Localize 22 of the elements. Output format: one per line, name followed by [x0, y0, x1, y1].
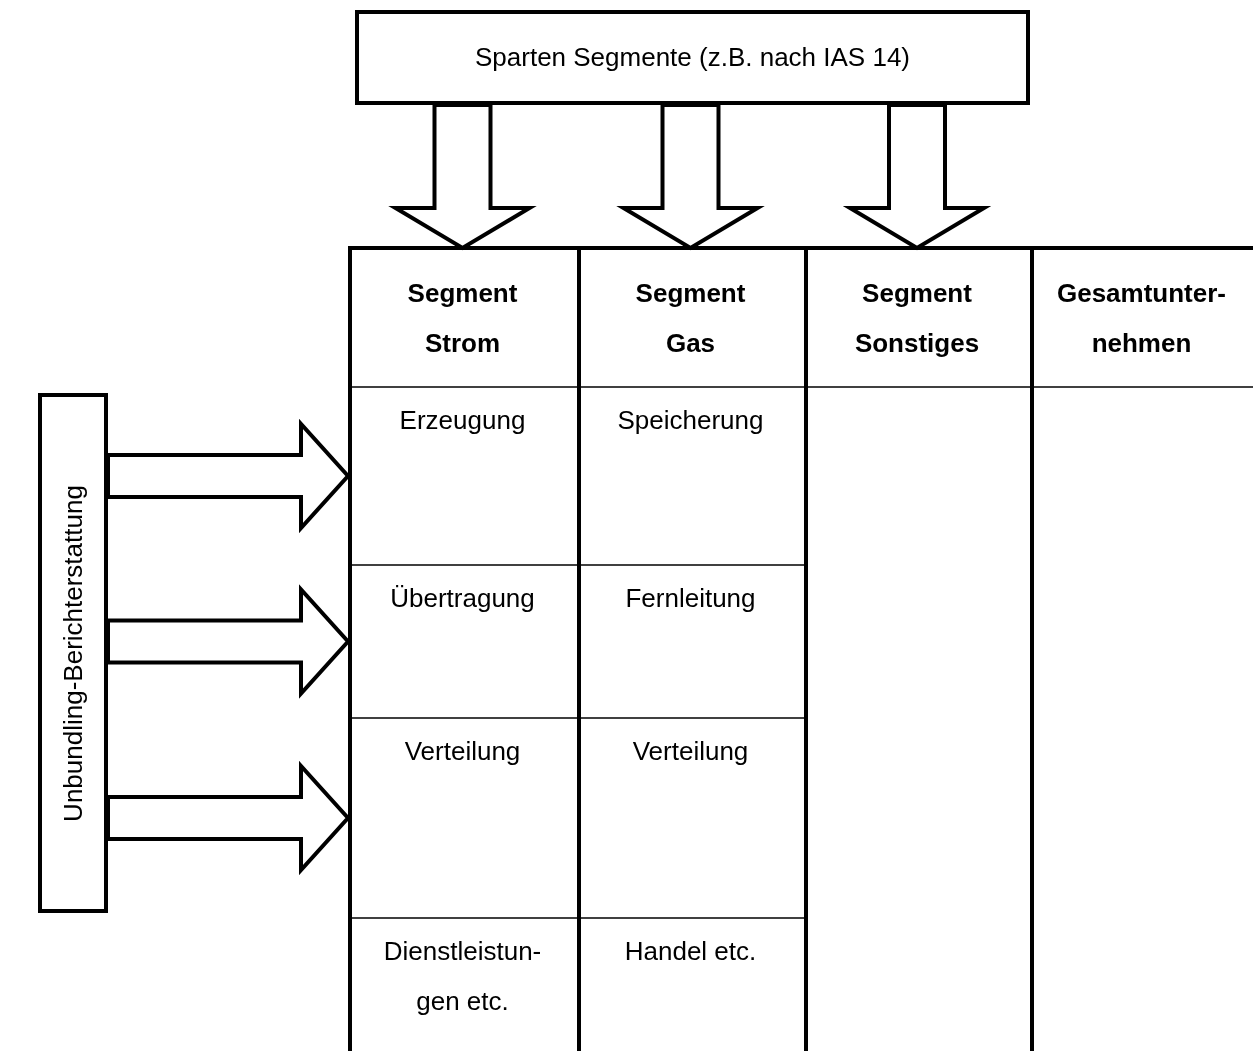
block-arrow	[106, 760, 351, 876]
box-label: Unbundling-Berichterstattung	[57, 484, 89, 822]
process-box	[355, 10, 1030, 105]
table-cell-text: Verteilung	[404, 735, 521, 768]
box-label: Sparten Segmente (z.B. nach IAS 14)	[475, 42, 910, 73]
column-header: Segment Sonstiges	[854, 276, 980, 360]
block-arrow	[106, 584, 351, 699]
table-cell-text: Fernleitung	[625, 582, 756, 615]
block-arrow	[106, 418, 351, 534]
column-header: Segment Strom	[407, 276, 518, 360]
table-cell-text: Übertragung	[390, 582, 535, 615]
block-arrow	[842, 103, 992, 251]
block-arrow	[616, 103, 765, 251]
block-arrow	[388, 103, 537, 251]
column-header: Gesamtunter- nehmen	[1056, 276, 1226, 360]
table-cell-text: Speicherung	[617, 404, 764, 437]
table-cell-text: Handel etc.	[624, 935, 757, 968]
process-box	[38, 393, 108, 913]
table-cell-text: Erzeugung	[399, 404, 526, 437]
table-cell-text: Dienstleistun- gen etc.	[382, 935, 543, 1018]
table-cell-text: Verteilung	[632, 735, 749, 768]
column-header: Segment Gas	[635, 276, 746, 360]
